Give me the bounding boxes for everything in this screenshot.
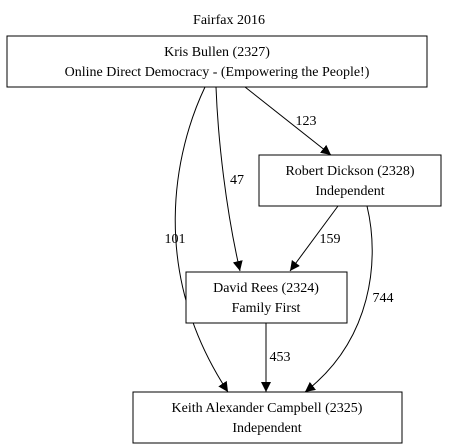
edges bbox=[174, 86, 373, 393]
edge-2328-to-2325 bbox=[304, 205, 373, 393]
diagram-title: Fairfax 2016 bbox=[193, 13, 265, 28]
edge-2327-to-2324 bbox=[215, 86, 243, 272]
edge-label-2327-2325: 101 bbox=[165, 232, 186, 247]
edge-label-2327-2324: 47 bbox=[230, 173, 244, 188]
node-label: Kris Bullen (2327) bbox=[164, 45, 270, 60]
edge-label-2327-2328: 123 bbox=[296, 114, 317, 129]
edge-label-2328-2325: 744 bbox=[373, 291, 394, 306]
node-label: Robert Dickson (2328) bbox=[285, 164, 414, 179]
edge-2327-to-2328 bbox=[244, 86, 332, 156]
node-sublabel: Independent bbox=[232, 421, 301, 436]
edge-2327-to-2325 bbox=[174, 86, 229, 393]
node-sublabel: Independent bbox=[315, 184, 384, 199]
node-2327: Kris Bullen (2327) Online Direct Democra… bbox=[6, 35, 428, 88]
node-box bbox=[185, 271, 348, 324]
node-box bbox=[258, 154, 442, 207]
node-sublabel: Online Direct Democracy - (Empowering th… bbox=[65, 65, 370, 80]
node-box bbox=[6, 35, 428, 88]
node-label: Keith Alexander Campbell (2325) bbox=[172, 401, 363, 416]
node-2325: Keith Alexander Campbell (2325) Independ… bbox=[132, 391, 403, 444]
node-label: David Rees (2324) bbox=[213, 281, 319, 296]
node-2324: David Rees (2324) Family First bbox=[185, 271, 348, 324]
edge-2328-to-2324 bbox=[289, 205, 339, 272]
edge-label-2324-2325: 453 bbox=[270, 350, 291, 365]
node-sublabel: Family First bbox=[232, 301, 301, 316]
node-2328: Robert Dickson (2328) Independent bbox=[258, 154, 442, 207]
node-box bbox=[132, 391, 403, 444]
edge-label-2328-2324: 159 bbox=[320, 232, 341, 247]
